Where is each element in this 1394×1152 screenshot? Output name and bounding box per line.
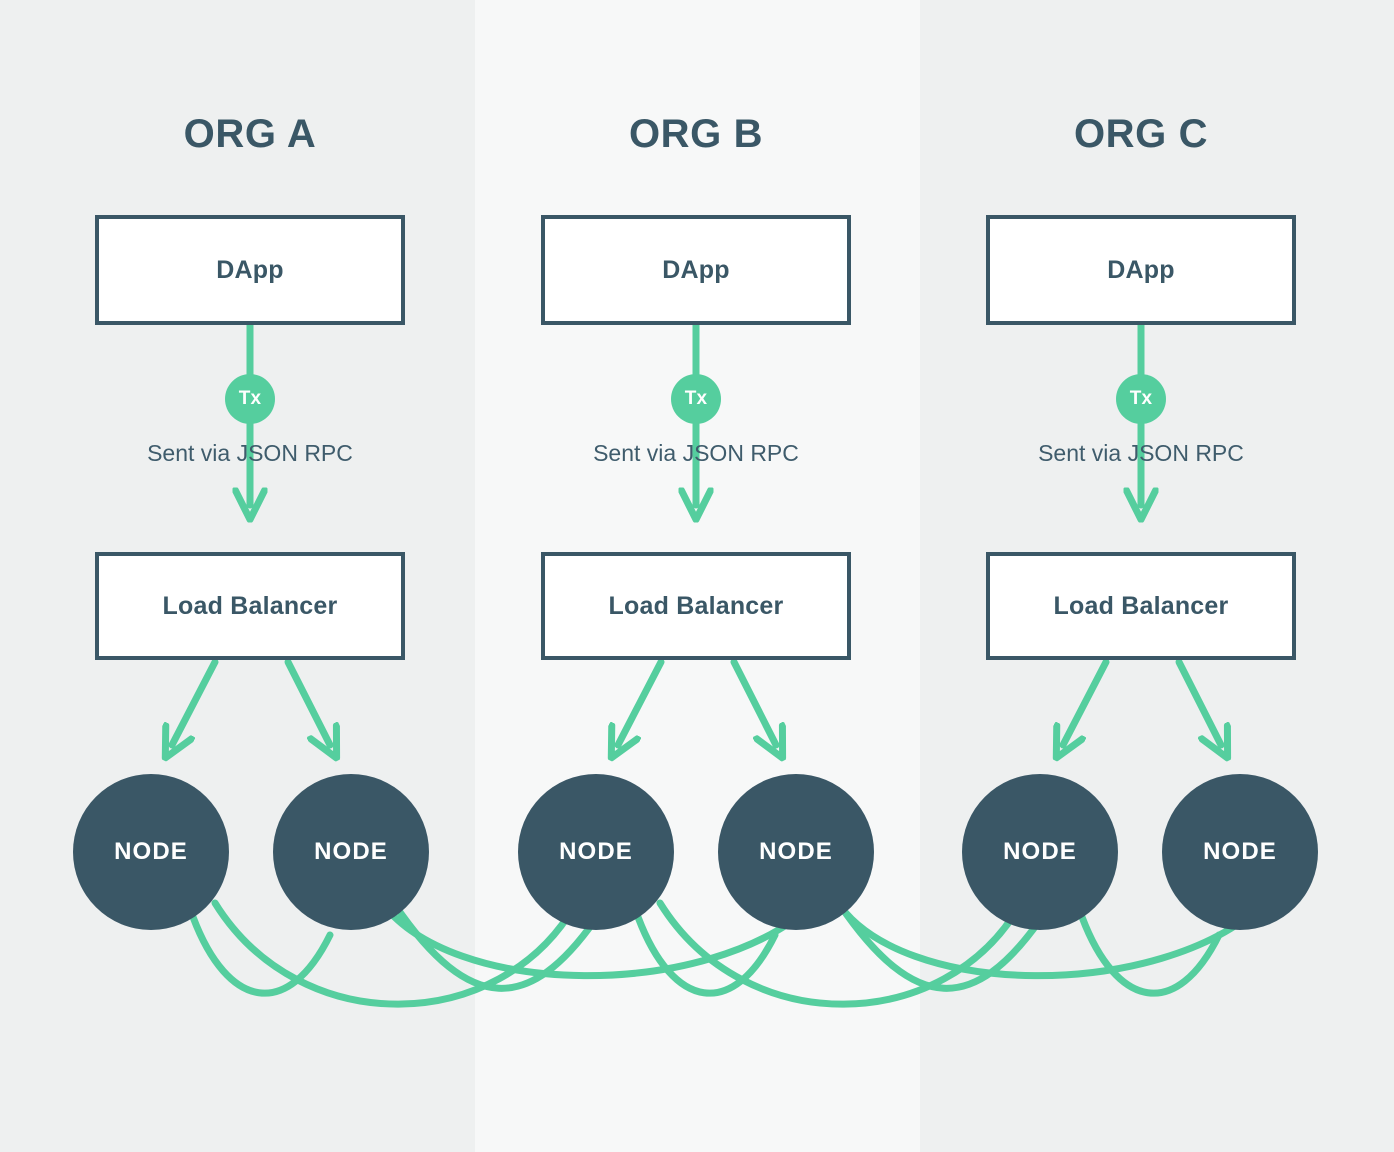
peer-node-a1[interactable]: NODE bbox=[73, 774, 229, 930]
load-balancer-box-c[interactable]: Load Balancer bbox=[986, 552, 1296, 660]
dapp-label-a: DApp bbox=[216, 255, 284, 284]
load-balancer-label-b: Load Balancer bbox=[608, 591, 784, 620]
peer-node-label-a1: NODE bbox=[114, 838, 188, 865]
load-balancer-label-a: Load Balancer bbox=[162, 591, 338, 620]
peer-node-label-b2: NODE bbox=[759, 838, 833, 865]
json-rpc-caption-b: Sent via JSON RPC bbox=[593, 440, 799, 466]
peer-node-c2[interactable]: NODE bbox=[1162, 774, 1318, 930]
tx-label-a: Tx bbox=[238, 388, 262, 409]
peer-node-b1[interactable]: NODE bbox=[518, 774, 674, 930]
peer-node-label-b1: NODE bbox=[559, 838, 633, 865]
dapp-label-b: DApp bbox=[662, 255, 730, 284]
load-balancer-label-c: Load Balancer bbox=[1053, 591, 1229, 620]
peer-node-c1[interactable]: NODE bbox=[962, 774, 1118, 930]
peer-node-b2[interactable]: NODE bbox=[718, 774, 874, 930]
tx-label-b: Tx bbox=[684, 388, 708, 409]
tx-badge-b[interactable]: Tx bbox=[671, 374, 721, 424]
load-balancer-box-b[interactable]: Load Balancer bbox=[541, 552, 851, 660]
json-rpc-caption-a: Sent via JSON RPC bbox=[147, 440, 353, 466]
dapp-box-a[interactable]: DApp bbox=[95, 215, 405, 325]
peer-node-label-a2: NODE bbox=[314, 838, 388, 865]
peer-node-a2[interactable]: NODE bbox=[273, 774, 429, 930]
peer-node-label-c2: NODE bbox=[1203, 838, 1277, 865]
dapp-label-c: DApp bbox=[1107, 255, 1175, 284]
load-balancer-box-a[interactable]: Load Balancer bbox=[95, 552, 405, 660]
json-rpc-caption-c: Sent via JSON RPC bbox=[1038, 440, 1244, 466]
org-title-a: ORG A bbox=[183, 112, 317, 156]
org-title-b: ORG B bbox=[628, 112, 764, 156]
dapp-box-c[interactable]: DApp bbox=[986, 215, 1296, 325]
tx-badge-c[interactable]: Tx bbox=[1116, 374, 1166, 424]
peer-node-label-c1: NODE bbox=[1003, 838, 1077, 865]
tx-badge-a[interactable]: Tx bbox=[225, 374, 275, 424]
dapp-box-b[interactable]: DApp bbox=[541, 215, 851, 325]
tx-label-c: Tx bbox=[1129, 388, 1153, 409]
org-title-c: ORG C bbox=[1073, 112, 1209, 156]
